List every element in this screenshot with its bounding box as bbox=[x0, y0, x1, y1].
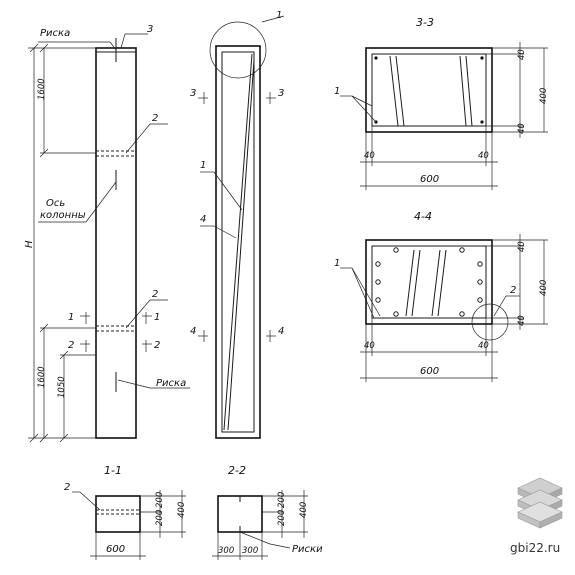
cut-1-left: 1 bbox=[68, 312, 74, 323]
dim-33-40-top: 40 bbox=[517, 49, 527, 60]
watermark-site: gbi22.ru bbox=[510, 541, 560, 555]
dim-11-600: 600 bbox=[106, 544, 125, 555]
label-44-part-1: 1 bbox=[334, 258, 340, 269]
formwork-outer bbox=[215, 45, 261, 439]
dim-33-40-bottom: 40 bbox=[517, 123, 527, 134]
cut-1-right: 1 bbox=[154, 312, 160, 323]
dim-33-40-right: 40 bbox=[478, 151, 489, 161]
formwork-elevation bbox=[198, 15, 285, 439]
dim-22-300-left: 300 bbox=[218, 546, 234, 556]
label-brace-4: 4 bbox=[200, 214, 206, 225]
section-2-2 bbox=[212, 490, 308, 560]
dim-33-400: 400 bbox=[539, 88, 549, 104]
label-33-part-1: 1 bbox=[334, 86, 340, 97]
label-riska-top: Риска bbox=[40, 28, 70, 39]
cut-4-right: 4 bbox=[278, 326, 284, 337]
cut-3-right: 3 bbox=[278, 88, 284, 99]
dim-44-40-bottom: 40 bbox=[517, 315, 527, 326]
label-axis-line2: колонны bbox=[40, 210, 86, 221]
label-11-part-2: 2 bbox=[64, 482, 70, 493]
section-title-2-2: 2-2 bbox=[228, 464, 246, 477]
label-riski: Риски bbox=[292, 544, 323, 555]
dim-44-600: 600 bbox=[420, 366, 439, 377]
label-part-2-upper: 2 bbox=[152, 113, 158, 124]
detail-callout-2 bbox=[471, 303, 509, 341]
detail-callout-circle bbox=[209, 21, 267, 79]
dim-h: H bbox=[24, 240, 35, 248]
section-1-1 bbox=[72, 490, 186, 560]
label-axis-line1: Ось bbox=[46, 198, 65, 209]
dim-22-200-a: 200 bbox=[277, 492, 287, 508]
dim-33-600: 600 bbox=[420, 174, 439, 185]
dim-11-200-b: 200 bbox=[155, 510, 165, 526]
section-3-3 bbox=[340, 42, 548, 190]
section-title-3-3: 3-3 bbox=[416, 16, 434, 29]
label-riska-bottom: Риска bbox=[156, 378, 186, 389]
dim-1600-top: 1600 bbox=[37, 78, 47, 100]
cut-2-right: 2 bbox=[154, 340, 160, 351]
label-44-part-2: 2 bbox=[510, 285, 516, 296]
dim-44-40-right: 40 bbox=[478, 341, 489, 351]
dim-11-200-a: 200 bbox=[155, 492, 165, 508]
cut-3-left: 3 bbox=[190, 88, 196, 99]
watermark-logo bbox=[517, 477, 563, 529]
dim-1050: 1050 bbox=[57, 376, 67, 398]
dim-44-400: 400 bbox=[539, 280, 549, 296]
label-callout-1: 1 bbox=[276, 10, 282, 21]
section-title-4-4: 4-4 bbox=[414, 210, 432, 223]
section-title-1-1: 1-1 bbox=[104, 464, 122, 477]
label-part-3: 3 bbox=[147, 24, 153, 35]
label-brace-1: 1 bbox=[200, 160, 206, 171]
dim-22-400: 400 bbox=[299, 502, 309, 518]
dim-22-300-right: 300 bbox=[242, 546, 258, 556]
cut-4-left: 4 bbox=[190, 326, 196, 337]
dim-33-40-left: 40 bbox=[364, 151, 375, 161]
cut-2-left: 2 bbox=[68, 340, 74, 351]
section-4-4 bbox=[340, 234, 548, 382]
formwork-inner bbox=[221, 51, 255, 433]
column-elevation bbox=[28, 33, 190, 443]
label-part-2-lower: 2 bbox=[152, 289, 158, 300]
dim-11-400: 400 bbox=[177, 502, 187, 518]
dim-22-200-b: 200 bbox=[277, 510, 287, 526]
dim-1600-bottom: 1600 bbox=[37, 366, 47, 388]
dim-44-40-left: 40 bbox=[364, 341, 375, 351]
dim-44-40-top: 40 bbox=[517, 241, 527, 252]
